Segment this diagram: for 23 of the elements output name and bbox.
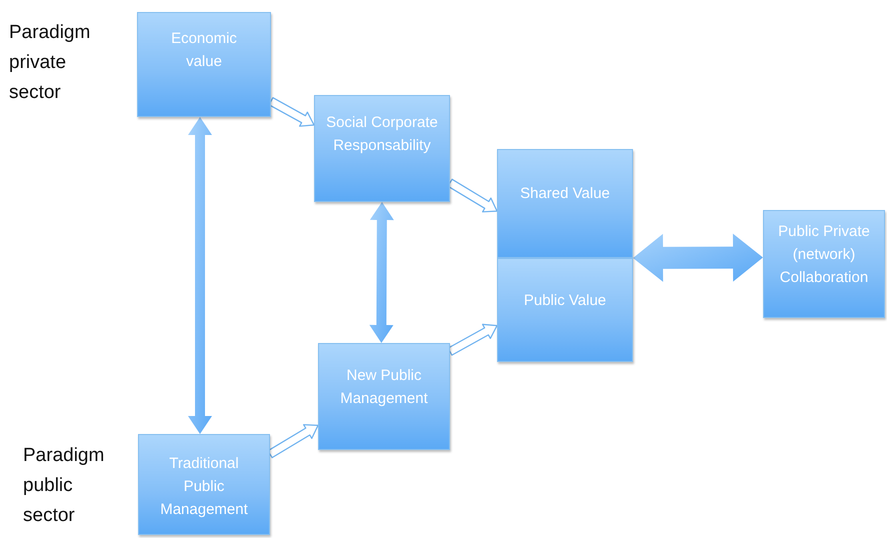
block-arrow <box>268 97 315 127</box>
paradigm-label: Paradigm public sector <box>23 444 106 528</box>
process-box <box>497 149 633 258</box>
process-box <box>314 95 450 202</box>
block-arrow <box>447 178 498 212</box>
block-arrow <box>267 424 319 458</box>
box-label: New Public Management <box>339 366 429 408</box>
box-label: Social Corporate Responsability <box>326 112 438 156</box>
box-label: Economic value <box>170 28 238 72</box>
process-box <box>138 434 270 535</box>
block-arrow <box>188 117 212 434</box>
box-label: Shared Value <box>520 184 610 204</box>
paradigm-label: Paradigm private sector <box>9 21 92 105</box>
block-arrow <box>369 202 394 343</box>
block-arrow <box>448 324 498 356</box>
process-box <box>763 210 885 318</box>
box-label: Public Private (network) Collaboration <box>777 222 871 288</box>
process-box <box>318 343 450 450</box>
process-box <box>497 258 633 362</box>
block-arrow <box>633 234 763 282</box>
process-box <box>137 12 271 117</box>
box-label: Public Value <box>524 290 606 310</box>
box-label: Traditional Public Management <box>159 454 249 520</box>
